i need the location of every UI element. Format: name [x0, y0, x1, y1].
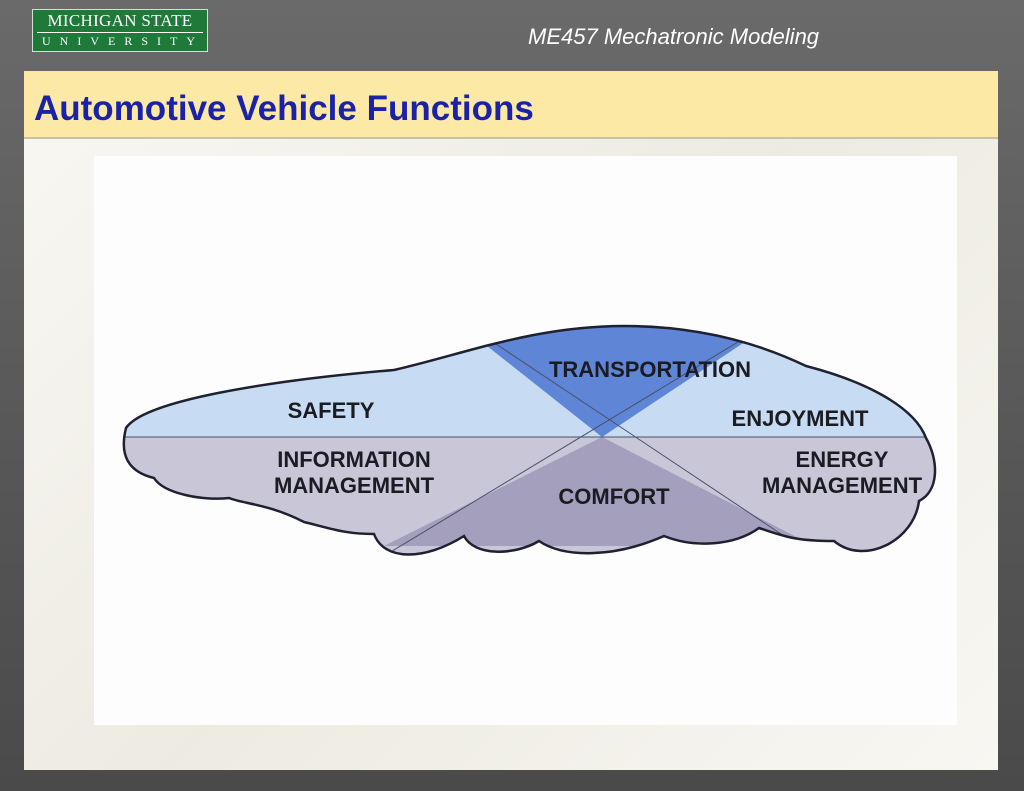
logo-rule	[37, 32, 203, 33]
logo-line-2: UNIVERSITY	[42, 34, 204, 48]
label-comfort: COMFORT	[558, 484, 670, 509]
label-enjoyment: ENJOYMENT	[732, 406, 869, 431]
region-comfort	[384, 437, 814, 546]
label-safety: SAFETY	[288, 398, 375, 423]
slide-panel: Automotive Vehicle Functions SAFETY TRAN…	[24, 71, 998, 770]
label-information-line2: MANAGEMENT	[274, 473, 435, 498]
label-energy-line1: ENERGY	[796, 447, 889, 472]
title-bar: Automotive Vehicle Functions	[24, 71, 998, 139]
vehicle-functions-diagram: SAFETY TRANSPORTATION ENJOYMENT INFORMAT…	[94, 156, 957, 725]
label-energy-line2: MANAGEMENT	[762, 473, 923, 498]
msu-logo: MICHIGAN STATE UNIVERSITY	[32, 9, 208, 52]
course-title: ME457 Mechatronic Modeling	[528, 24, 820, 49]
label-transportation: TRANSPORTATION	[549, 357, 751, 382]
slide-title: Automotive Vehicle Functions	[34, 89, 534, 128]
car-outline	[122, 324, 937, 556]
car-diagram-svg: SAFETY TRANSPORTATION ENJOYMENT INFORMAT…	[122, 324, 937, 556]
label-information-line1: INFORMATION	[277, 447, 431, 472]
logo-line-1: MICHIGAN STATE	[47, 11, 193, 30]
